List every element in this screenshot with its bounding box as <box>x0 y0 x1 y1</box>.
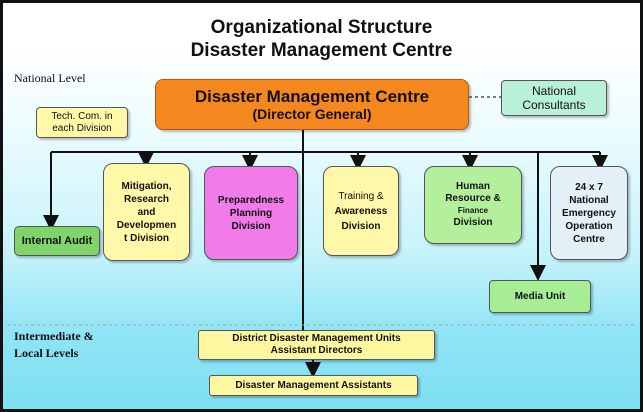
hr-line2: Resource & <box>445 193 501 204</box>
tech-com-box: Tech. Com. in each Division <box>36 107 128 138</box>
media-unit-box: Media Unit <box>489 280 591 313</box>
mitigation-division-box: Mitigation, Research and Developmen t Di… <box>103 163 190 261</box>
training-line1: Training & <box>338 190 384 202</box>
tech-com-line1: Tech. Com. in <box>51 110 113 122</box>
preparedness-line2: Planning <box>229 207 273 219</box>
national-level-label: National Level <box>14 71 86 85</box>
chart-title-line1: Organizational Structure <box>210 17 433 38</box>
dmc-title: Disaster Management Centre <box>194 86 430 106</box>
consultants-line1: National <box>531 84 577 98</box>
dmc-director-general-box: Disaster Management Centre (Director Gen… <box>155 79 469 130</box>
emergency-line3: Emergency <box>562 207 616 219</box>
national-consultants-box: National Consultants <box>501 80 607 116</box>
internal-audit-label: Internal Audit <box>21 235 93 247</box>
training-line2: Awareness <box>334 205 388 217</box>
internal-audit-box: Internal Audit <box>14 226 100 256</box>
intermediate-level-label-line1: Intermediate & <box>14 329 94 343</box>
training-division-box: Training & Awareness Division <box>323 166 399 256</box>
mitigation-line1: Mitigation, <box>121 180 172 192</box>
emergency-operation-centre-box: 24 x 7 National Emergency Operation Cent… <box>550 166 628 260</box>
human-resource-division-box: Human Resource & Finance Division <box>424 166 522 244</box>
intermediate-level-label-line2: Local Levels <box>14 346 79 360</box>
preparedness-line1: Preparedness <box>217 194 285 206</box>
assistants-box: Disaster Management Assistants <box>209 375 418 396</box>
district-line1: District Disaster Management Units <box>232 333 401 344</box>
emergency-line1: 24 x 7 <box>575 181 603 193</box>
dmc-subtitle: (Director General) <box>252 105 372 122</box>
emergency-line5: Centre <box>573 233 605 245</box>
hr-line3: Finance <box>457 206 489 215</box>
hr-line4: Division <box>453 217 493 228</box>
chart-title-line2: Disaster Management Centre <box>190 40 453 61</box>
consultants-line2: Consultants <box>522 98 586 112</box>
hr-line1: Human <box>456 181 490 192</box>
assistants-label: Disaster Management Assistants <box>235 380 392 391</box>
emergency-line2: National <box>569 194 609 206</box>
preparedness-line3: Division <box>231 220 271 232</box>
mitigation-line2: Research <box>123 193 170 205</box>
connector-lines <box>7 96 636 378</box>
training-line3: Division <box>341 220 381 232</box>
tech-com-line2: each Division <box>52 122 112 134</box>
mitigation-line5: t Division <box>123 232 169 244</box>
district-line2: Assistant Directors <box>270 345 363 356</box>
district-units-box: District Disaster Management Units Assis… <box>198 330 435 360</box>
mitigation-line4: Developmen <box>116 219 177 231</box>
preparedness-division-box: Preparedness Planning Division <box>204 166 298 260</box>
mitigation-line3: and <box>137 206 156 218</box>
emergency-line4: Operation <box>565 220 613 232</box>
media-unit-label: Media Unit <box>514 291 566 302</box>
